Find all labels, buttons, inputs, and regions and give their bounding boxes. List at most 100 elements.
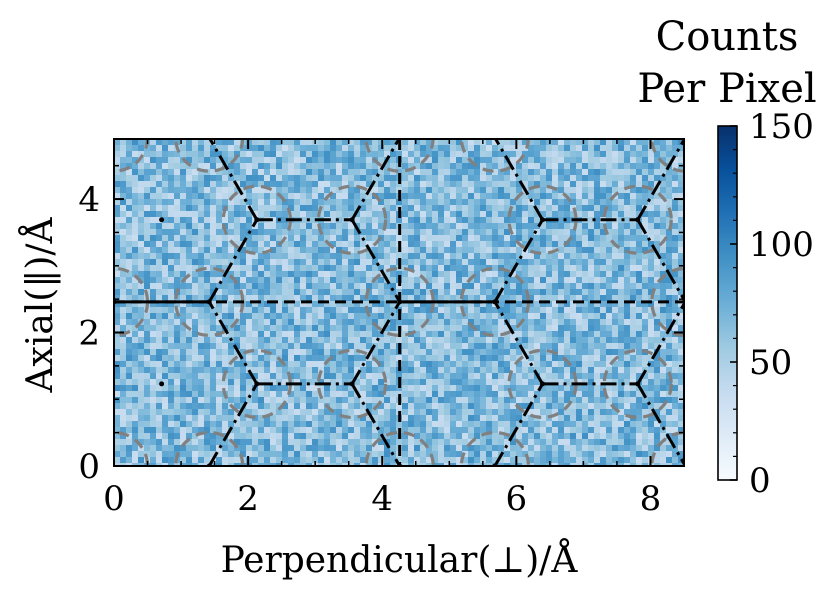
heatmap-cell [354,403,361,410]
heatmap-cell [660,421,667,428]
heatmap-cell [420,181,427,188]
heatmap-cell [186,229,193,236]
heatmap-cell [570,445,577,452]
heatmap-cell [468,199,475,206]
heatmap-cell [444,163,451,170]
heatmap-cell [204,433,211,440]
heatmap-cell [588,343,595,350]
heatmap-cell [474,241,481,248]
heatmap-cell [408,385,415,392]
heatmap-cell [402,253,409,260]
heatmap-cell [318,319,325,326]
heatmap-cell [312,343,319,350]
heatmap-cell [312,199,319,206]
heatmap-cell [564,163,571,170]
heatmap-cell [432,199,439,206]
heatmap-cell [216,451,223,458]
heatmap-cell [114,205,121,212]
heatmap-cell [612,289,619,296]
heatmap-cell [588,379,595,386]
heatmap-cell [186,397,193,404]
heatmap-cell [294,385,301,392]
heatmap-cell [174,385,181,392]
heatmap-cell [276,151,283,158]
heatmap-cell [324,415,331,422]
heatmap-cell [600,373,607,380]
heatmap-cell [462,139,469,146]
heatmap-cell [150,415,157,422]
heatmap-cell [672,259,679,266]
heatmap-cell [138,445,145,452]
heatmap-cell [390,367,397,374]
heatmap-cell [588,409,595,416]
heatmap-cell [594,295,601,302]
heatmap-cell [516,139,523,146]
heatmap-cell [222,235,229,242]
heatmap-cell [594,199,601,206]
heatmap-cell [510,139,517,146]
heatmap-cell [654,409,661,416]
heatmap-cell [624,193,631,200]
heatmap-cell [324,319,331,326]
heatmap-cell [168,217,175,224]
heatmap-cell [546,187,553,194]
heatmap-cell [660,307,667,314]
heatmap-cell [654,403,661,410]
heatmap-cell [606,355,613,362]
heatmap-cell [384,253,391,260]
heatmap-cell [474,175,481,182]
heatmap-cell [528,307,535,314]
heatmap-cell [336,217,343,224]
heatmap-cell [402,397,409,404]
heatmap-cell [294,193,301,200]
heatmap-cell [402,235,409,242]
heatmap-cell [552,385,559,392]
heatmap-cell [492,283,499,290]
heatmap-cell [450,373,457,380]
heatmap-cell [420,187,427,194]
heatmap-cell [384,313,391,320]
heatmap-cell [576,373,583,380]
heatmap-cell [486,229,493,236]
heatmap-cell [420,409,427,416]
heatmap-cell [642,253,649,260]
heatmap-cell [168,253,175,260]
heatmap-cell [660,259,667,266]
heatmap-cell [258,427,265,434]
heatmap-cell [456,403,463,410]
heatmap-cell [336,163,343,170]
heatmap-cell [402,349,409,356]
heatmap-cell [588,241,595,248]
heatmap-cell [588,403,595,410]
heatmap-cell [534,211,541,218]
heatmap-cell [318,181,325,188]
heatmap-cell [642,187,649,194]
heatmap-cell [234,247,241,254]
heatmap-cell [540,289,547,296]
heatmap-cell [180,265,187,272]
heatmap-cell [252,427,259,434]
heatmap-cell [186,193,193,200]
heatmap-cell [600,397,607,404]
heatmap-cell [210,391,217,398]
heatmap-cell [360,313,367,320]
heatmap-cell [618,307,625,314]
heatmap-cell [468,241,475,248]
heatmap-cell [234,445,241,452]
heatmap-cell [246,169,253,176]
heatmap-cell [654,313,661,320]
heatmap-cell [630,157,637,164]
heatmap-cell [654,163,661,170]
heatmap-cell [618,253,625,260]
heatmap-cell [420,235,427,242]
heatmap-cell [312,235,319,242]
heatmap-cell [588,193,595,200]
heatmap-cell [306,367,313,374]
heatmap-cell [636,409,643,416]
heatmap-cell [450,283,457,290]
heatmap-cell [648,289,655,296]
heatmap-cell [204,265,211,272]
heatmap-cell [222,145,229,152]
heatmap-cell [126,415,133,422]
heatmap-cell [432,379,439,386]
